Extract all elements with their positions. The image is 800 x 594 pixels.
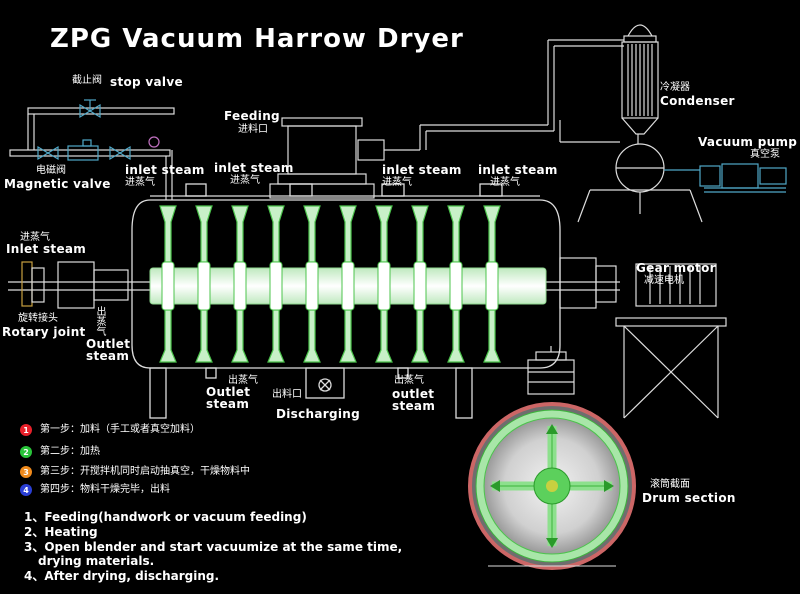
- step-text: 第四步：物料干燥完毕，出料: [40, 484, 170, 495]
- outlet-steam-3-label-2: steam: [392, 399, 436, 413]
- feeding-hopper: [269, 39, 624, 199]
- step-cn-1: 1 第一步：加料（手工或者真空加料）: [20, 424, 245, 436]
- outlet-steam-2-label-cn: 出蒸气: [228, 375, 258, 386]
- step-text: 第二步：加热: [40, 446, 100, 457]
- drum-stand: [527, 346, 575, 395]
- rotary-joint-label: Rotary joint: [2, 325, 86, 339]
- gear-motor-label: Gear motor: [636, 261, 716, 275]
- rotary-joint-label-cn: 旋转接头: [18, 313, 58, 324]
- step-number-badge: 3: [20, 466, 32, 478]
- harrow-blades-upper: [159, 205, 501, 263]
- outlet-steam-left-label-cn: 出蒸气: [94, 306, 105, 336]
- discharge-label-cn: 出料口: [272, 389, 302, 400]
- step-cn-3: 3 第三步：开搅拌机同时启动抽真空，干燥物料中: [20, 466, 340, 478]
- steam-piping: [9, 107, 175, 200]
- drum-section-label: Drum section: [642, 491, 736, 505]
- inlet-steam-label-4: inlet steam: [478, 163, 558, 177]
- magnetic-valve: [37, 136, 160, 161]
- stop-valve-label: stop valve: [110, 75, 183, 89]
- step-en-3-continued: drying materials.: [38, 554, 155, 568]
- outlet-steam-2-label-2: steam: [206, 397, 250, 411]
- inlet-steam-label-2-cn: 进蒸气: [230, 175, 260, 186]
- outlet-steam-3-label-cn: 出蒸气: [394, 375, 424, 386]
- magnetic-valve-label: Magnetic valve: [4, 177, 111, 191]
- step-number-badge: 2: [20, 446, 32, 458]
- outlet-steam-left-label: Outlet: [86, 337, 131, 351]
- gear-motor-label-cn: 减速电机: [644, 275, 684, 286]
- inlet-steam-label-4-cn: 进蒸气: [490, 177, 520, 188]
- drum-section: [468, 402, 636, 570]
- inlet-steam-label-3-cn: 进蒸气: [382, 177, 412, 188]
- step-en-2: 2、Heating: [24, 525, 98, 539]
- step-number-badge: 4: [20, 484, 32, 496]
- harrow-blades-lower: [159, 309, 501, 363]
- discharge-label: Discharging: [276, 407, 361, 421]
- magnetic-valve-label-cn: 电磁阀: [36, 165, 66, 176]
- step-text: 第三步：开搅拌机同时启动抽真空，干燥物料中: [40, 466, 250, 477]
- dryer-vessel: [131, 183, 561, 419]
- step-en-1: 1、Feeding(handwork or vacuum feeding): [24, 510, 307, 524]
- inlet-steam-left-label-cn: 进蒸气: [20, 232, 50, 243]
- inlet-steam-left-label: Inlet steam: [6, 242, 87, 256]
- vacuum-pump-label-cn: 真空泵: [750, 149, 780, 160]
- step-en-4: 4、After drying, discharging.: [24, 569, 220, 583]
- stop-valve-label-cn: 截止阀: [72, 75, 102, 86]
- condenser: [559, 24, 703, 223]
- inlet-steam-label-3: inlet steam: [382, 163, 462, 177]
- inlet-steam-label-1: inlet steam: [125, 163, 205, 177]
- vacuum-pump: [664, 163, 787, 193]
- step-en-3: 3、Open blender and start vacuumize at th…: [24, 540, 403, 554]
- feeding-label-cn: 进料口: [238, 124, 268, 135]
- outlet-steam-left-label-2: steam: [86, 349, 130, 363]
- inlet-steam-label-2: inlet steam: [214, 161, 294, 175]
- blade-mounts: [161, 261, 499, 311]
- stop-valve: [79, 99, 101, 119]
- outlet-steam-2-label: Outlet: [206, 385, 251, 399]
- step-cn-2: 2 第二步：加热: [20, 446, 245, 458]
- diagram-title: ZPG Vacuum Harrow Dryer: [50, 24, 464, 54]
- step-number-badge: 1: [20, 424, 32, 436]
- step-text: 第一步：加料（手工或者真空加料）: [40, 424, 200, 435]
- condenser-label: Condenser: [660, 94, 735, 108]
- condenser-label-cn: 冷凝器: [660, 82, 690, 93]
- inlet-steam-label-1-cn: 进蒸气: [125, 177, 155, 188]
- feeding-label: Feeding: [224, 109, 280, 123]
- step-cn-4: 4 第四步：物料干燥完毕，出料: [20, 484, 245, 496]
- outlet-steam-3-label: outlet: [392, 387, 435, 401]
- vacuum-pump-label: Vacuum pump: [698, 135, 798, 149]
- drum-section-label-cn: 滚筒截面: [650, 479, 690, 490]
